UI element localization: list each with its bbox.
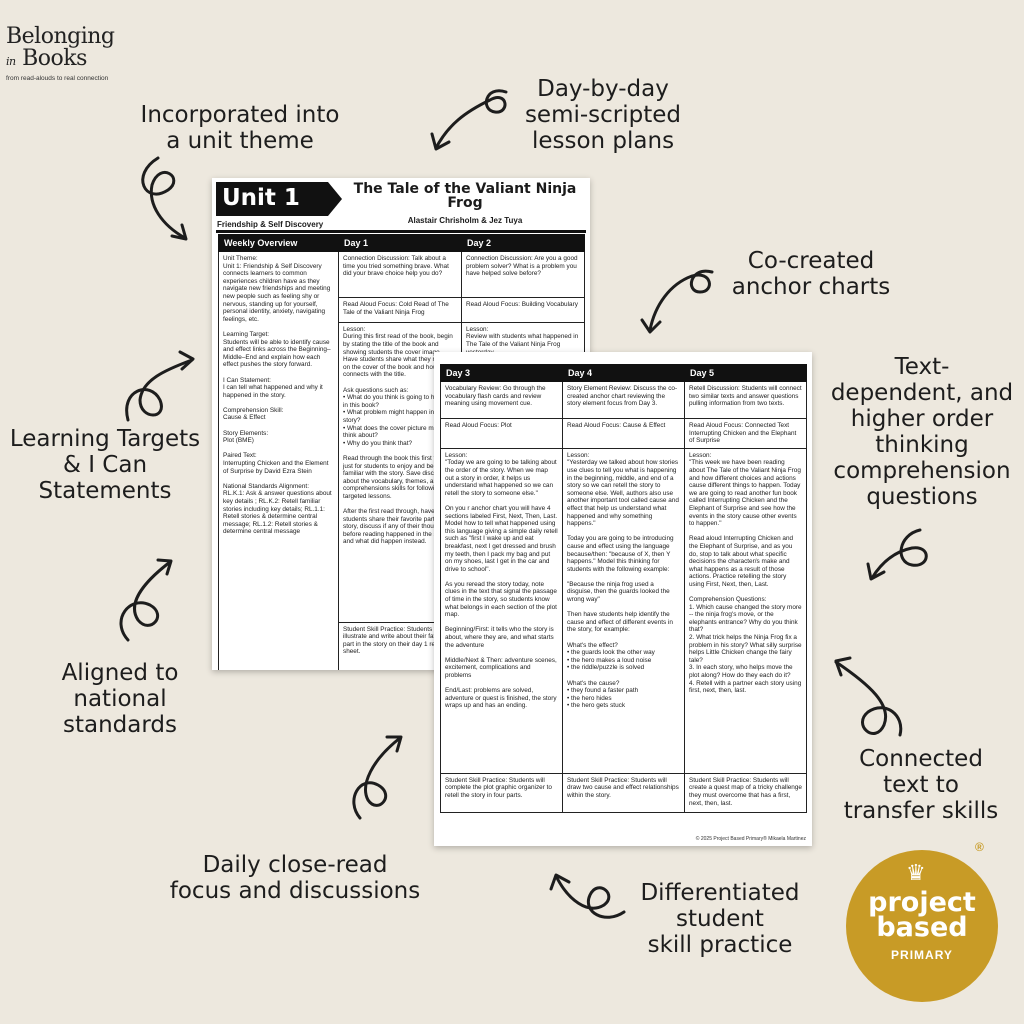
table-header-row: Day 3 Day 4 Day 5	[440, 364, 807, 382]
arrow-anchor-charts	[640, 269, 714, 334]
project-based-primary-logo: ♛ project based PRIMARY	[846, 850, 998, 1002]
day1-discussion: Connection Discussion: Talk about a time…	[338, 250, 462, 299]
copyright: © 2025 Project Based Primary® Mikaela Ma…	[695, 836, 806, 842]
arrow-connected-text	[834, 656, 903, 737]
table-row: Student Skill Practice: Students will co…	[440, 772, 807, 813]
table-row: Unit Theme: Unit 1: Friendship & Self Di…	[218, 250, 585, 670]
header-day-1: Day 1	[338, 234, 462, 252]
day3-focus: Read Aloud Focus: Plot	[440, 418, 563, 449]
day3-practice: Student Skill Practice: Students will co…	[440, 772, 563, 813]
day2-focus: Read Aloud Focus: Building Vocabulary	[461, 297, 585, 323]
weekly-overview-cell: Unit Theme: Unit 1: Friendship & Self Di…	[218, 251, 339, 670]
day5-discussion: Retell Discussion: Students will connect…	[684, 381, 807, 419]
table-row: Lesson: "Today we are going to be talkin…	[440, 447, 807, 774]
callout-connected-text: Connected text to transfer skills	[843, 746, 999, 824]
callout-unit-theme: Incorporated into a unit theme	[140, 102, 340, 154]
brand-tagline: from read-alouds to real connection	[6, 75, 109, 82]
book-title: The Tale of the Valiant Ninja Frog	[353, 181, 577, 211]
unit-theme-label: Friendship & Self Discovery	[217, 220, 324, 229]
brand-logo: Belonging in Books from read-alouds to r…	[6, 26, 146, 83]
header-weekly-overview: Weekly Overview	[218, 234, 339, 252]
table-row: Read Aloud Focus: Plot Read Aloud Focus:…	[440, 418, 807, 449]
callout-anchor-charts: Co-created anchor charts	[731, 248, 891, 300]
header-day-5: Day 5	[684, 364, 807, 382]
arrow-learning-targets	[125, 350, 195, 422]
unit-label: Unit 1	[222, 185, 300, 211]
logo-subtitle: PRIMARY	[891, 948, 953, 962]
brand-name-part1: Belonging	[6, 24, 115, 49]
day3-discussion: Vocabulary Review: Go through the vocabu…	[440, 381, 563, 419]
day5-lesson: Lesson: "This week we have been reading …	[684, 447, 807, 774]
header-day-4: Day 4	[562, 364, 685, 382]
crown-icon: ♛	[906, 860, 926, 885]
callout-lesson-plans: Day-by-day semi-scripted lesson plans	[524, 76, 682, 154]
callout-close-read: Daily close-read focus and discussions	[169, 852, 421, 904]
day4-lesson: Lesson: "Yesterday we talked about how s…	[562, 447, 685, 774]
brand-name-part2: Books	[22, 46, 87, 71]
arrow-national-standards	[119, 558, 173, 642]
brand-name-in: in	[6, 55, 16, 68]
day1-focus: Read Aloud Focus: Cold Read of The Tale …	[338, 297, 462, 323]
callout-national-standards: Aligned to national standards	[61, 660, 179, 738]
unit-banner: Unit 1	[216, 182, 342, 216]
book-authors: Alastair Chrisholm & Jez Tuya	[407, 216, 523, 225]
arrow-close-read	[352, 735, 403, 820]
day5-practice: Student Skill Practice: Students will cr…	[684, 772, 807, 813]
day4-practice: Student Skill Practice: Students will dr…	[562, 772, 685, 813]
arrow-unit-theme	[141, 156, 188, 241]
header-day-2: Day 2	[461, 234, 585, 252]
day4-focus: Read Aloud Focus: Cause & Effect	[562, 418, 685, 449]
table-row: Read Aloud Focus: Cold Read of The Tale …	[219, 297, 585, 323]
day2-discussion: Connection Discussion: Are you a good pr…	[461, 250, 585, 299]
callout-text-dependent: Text- dependent, and higher order thinki…	[830, 354, 1014, 510]
day5-focus: Read Aloud Focus: Connected Text Interru…	[684, 418, 807, 449]
callout-learning-targets: Learning Targets & I Can Statements	[9, 426, 201, 504]
arrow-lesson-plans	[430, 89, 508, 151]
header-day-3: Day 3	[440, 364, 563, 382]
table-row: Vocabulary Review: Go through the vocabu…	[440, 381, 807, 419]
arrow-text-dependent	[866, 528, 928, 581]
table-header-row: Weekly Overview Day 1 Day 2	[218, 234, 585, 252]
brand-name: Belonging in Books	[6, 26, 146, 73]
day4-discussion: Story Element Review: Discuss the co-cre…	[562, 381, 685, 419]
logo-wordmark: project based	[868, 887, 976, 943]
lesson-plan-page-2: Day 3 Day 4 Day 5 Vocabulary Review: Go …	[434, 352, 812, 846]
day3-lesson: Lesson: "Today we are going to be talkin…	[440, 447, 563, 774]
callout-skill-practice: Differentiated student skill practice	[640, 880, 800, 958]
daily-plan-table: Day 3 Day 4 Day 5 Vocabulary Review: Go …	[440, 364, 807, 813]
registered-mark: ®	[975, 840, 984, 854]
divider	[216, 230, 586, 233]
arrow-skill-practice	[549, 873, 626, 919]
